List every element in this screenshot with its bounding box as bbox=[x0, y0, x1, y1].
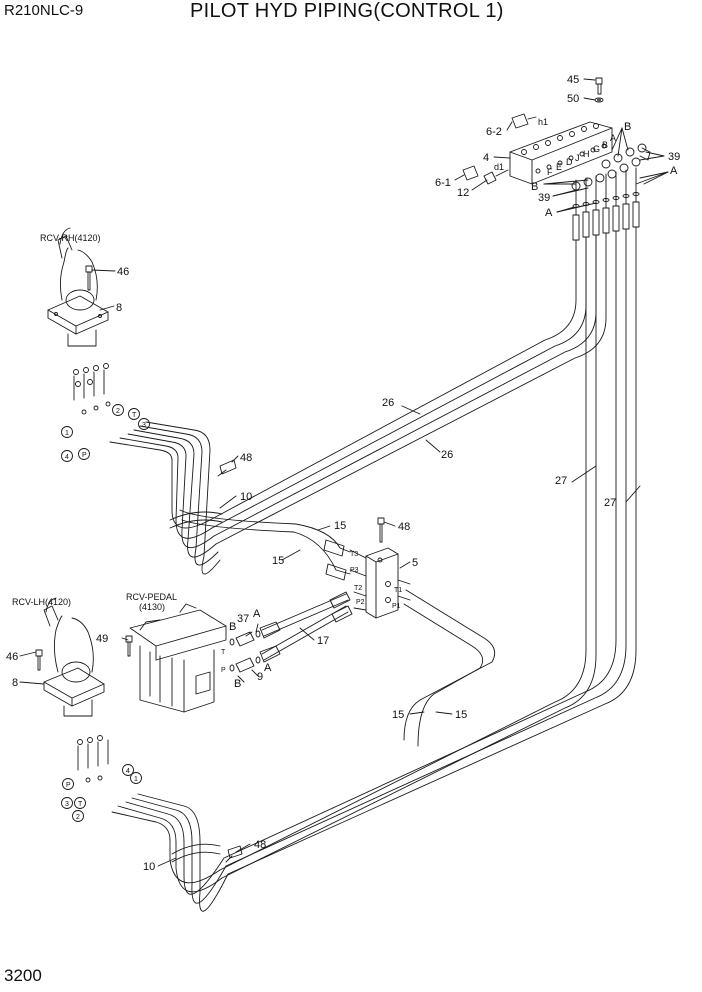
block-port-G: G bbox=[593, 144, 600, 154]
callout-9: 9 bbox=[257, 671, 263, 683]
port-T3: T3 bbox=[350, 551, 358, 558]
callout-10-rh: 10 bbox=[240, 491, 252, 503]
block-port-H: H bbox=[583, 149, 590, 159]
callout-B-pedal-bot: B bbox=[234, 678, 241, 690]
distribution-block bbox=[462, 77, 651, 241]
rh-port-4: 4 bbox=[65, 454, 69, 461]
callout-49: 49 bbox=[96, 633, 108, 645]
rcv-lh-joystick bbox=[35, 597, 109, 783]
callout-4: 4 bbox=[483, 152, 489, 164]
block-port-A: A bbox=[610, 133, 616, 143]
callout-8-lh: 8 bbox=[12, 677, 18, 689]
pedal-port-P: P bbox=[221, 667, 226, 674]
port-P1: P1 bbox=[392, 603, 401, 610]
bolts-48 bbox=[217, 459, 243, 863]
callout-45: 45 bbox=[567, 74, 579, 86]
callout-12: 12 bbox=[457, 187, 469, 199]
lh-port-2: 2 bbox=[76, 814, 80, 821]
rcv-rh-joystick bbox=[47, 227, 111, 415]
block-port-J: J bbox=[575, 153, 580, 163]
rcv-lh-label: RCV-LH(4120) bbox=[12, 597, 71, 607]
port-T1: T1 bbox=[394, 587, 402, 594]
lh-port-3: 3 bbox=[65, 801, 69, 808]
callout-B-pedal-top: B bbox=[229, 621, 236, 633]
callout-A-pedal-top: A bbox=[253, 608, 261, 620]
block-port-D: D bbox=[566, 157, 573, 167]
callout-50: 50 bbox=[567, 93, 579, 105]
rcv-pedal-label-2: (4130) bbox=[139, 602, 165, 612]
pedal-port-T: T bbox=[221, 649, 226, 656]
block-port-h1: h1 bbox=[538, 117, 548, 127]
block-port-E: E bbox=[556, 162, 562, 172]
hose-clamps bbox=[169, 511, 223, 863]
callout-10-lh: 10 bbox=[143, 861, 155, 873]
hose-17 bbox=[259, 591, 353, 663]
rh-port-2: 2 bbox=[116, 408, 120, 415]
callout-6-2: 6-2 bbox=[486, 126, 502, 138]
rcv-pedal-label-1: RCV-PEDAL bbox=[126, 592, 177, 602]
block-port-F: F bbox=[547, 167, 553, 177]
callout-27-right: 27 bbox=[604, 497, 616, 509]
block-leaders bbox=[454, 78, 669, 213]
callout-48-lh: 48 bbox=[254, 839, 266, 851]
callout-B-left: B bbox=[531, 181, 538, 193]
callout-leaders bbox=[19, 269, 641, 867]
callout-15-b: 15 bbox=[272, 555, 284, 567]
callout-39-top: 39 bbox=[668, 151, 680, 163]
callout-27-left: 27 bbox=[555, 475, 567, 487]
callout-39-left: 39 bbox=[538, 192, 550, 204]
callout-46-lh: 46 bbox=[6, 651, 18, 663]
port-P3: P3 bbox=[350, 567, 359, 574]
lh-port-P: P bbox=[66, 782, 71, 789]
port-T2: T2 bbox=[354, 585, 362, 592]
callout-48-rh: 48 bbox=[240, 452, 252, 464]
callout-15-a: 15 bbox=[334, 520, 346, 532]
callout-15-c: 15 bbox=[392, 709, 404, 721]
page-number: 3200 bbox=[4, 966, 42, 985]
callout-8-rh: 8 bbox=[116, 302, 122, 314]
rcv-rh-label: RCV-RH(4120) bbox=[40, 233, 101, 243]
block-port-B: B bbox=[602, 140, 608, 150]
callout-26-upper: 26 bbox=[382, 397, 394, 409]
callout-15-d: 15 bbox=[455, 709, 467, 721]
port-P2: P2 bbox=[356, 599, 365, 606]
lh-port-4: 4 bbox=[126, 768, 130, 775]
callout-48-mid: 48 bbox=[398, 521, 410, 533]
callout-26-lower: 26 bbox=[441, 449, 453, 461]
callout-A-pedal-bot: A bbox=[264, 662, 272, 674]
callout-B-top: B bbox=[624, 121, 631, 133]
circled-port-markers bbox=[61, 404, 150, 822]
block-port-d1: d1 bbox=[494, 162, 504, 172]
labels: 45 50 6-2 4 6-1 12 B 39 A B 39 A h1 d1 A… bbox=[6, 74, 680, 873]
rh-port-3: 3 bbox=[142, 422, 146, 429]
callout-A-left: A bbox=[545, 207, 553, 219]
callout-A-right: A bbox=[670, 165, 678, 177]
shuttle-valve-5 bbox=[323, 517, 411, 619]
callout-46-rh: 46 bbox=[117, 266, 129, 278]
rh-port-1: 1 bbox=[65, 430, 69, 437]
lh-port-T: T bbox=[78, 801, 83, 808]
page-title: PILOT HYD PIPING(CONTROL 1) bbox=[190, 0, 504, 22]
lh-port-1: 1 bbox=[134, 776, 138, 783]
callout-37: 37 bbox=[237, 613, 249, 625]
model-number: R210NLC-9 bbox=[4, 2, 84, 19]
rh-port-P: P bbox=[82, 452, 87, 459]
callout-6-1: 6-1 bbox=[435, 177, 451, 189]
rh-port-T: T bbox=[132, 412, 137, 419]
main-hose-bundle bbox=[109, 226, 637, 912]
callout-17: 17 bbox=[317, 635, 329, 647]
rcv-pedal bbox=[125, 603, 261, 713]
callout-5: 5 bbox=[412, 557, 418, 569]
